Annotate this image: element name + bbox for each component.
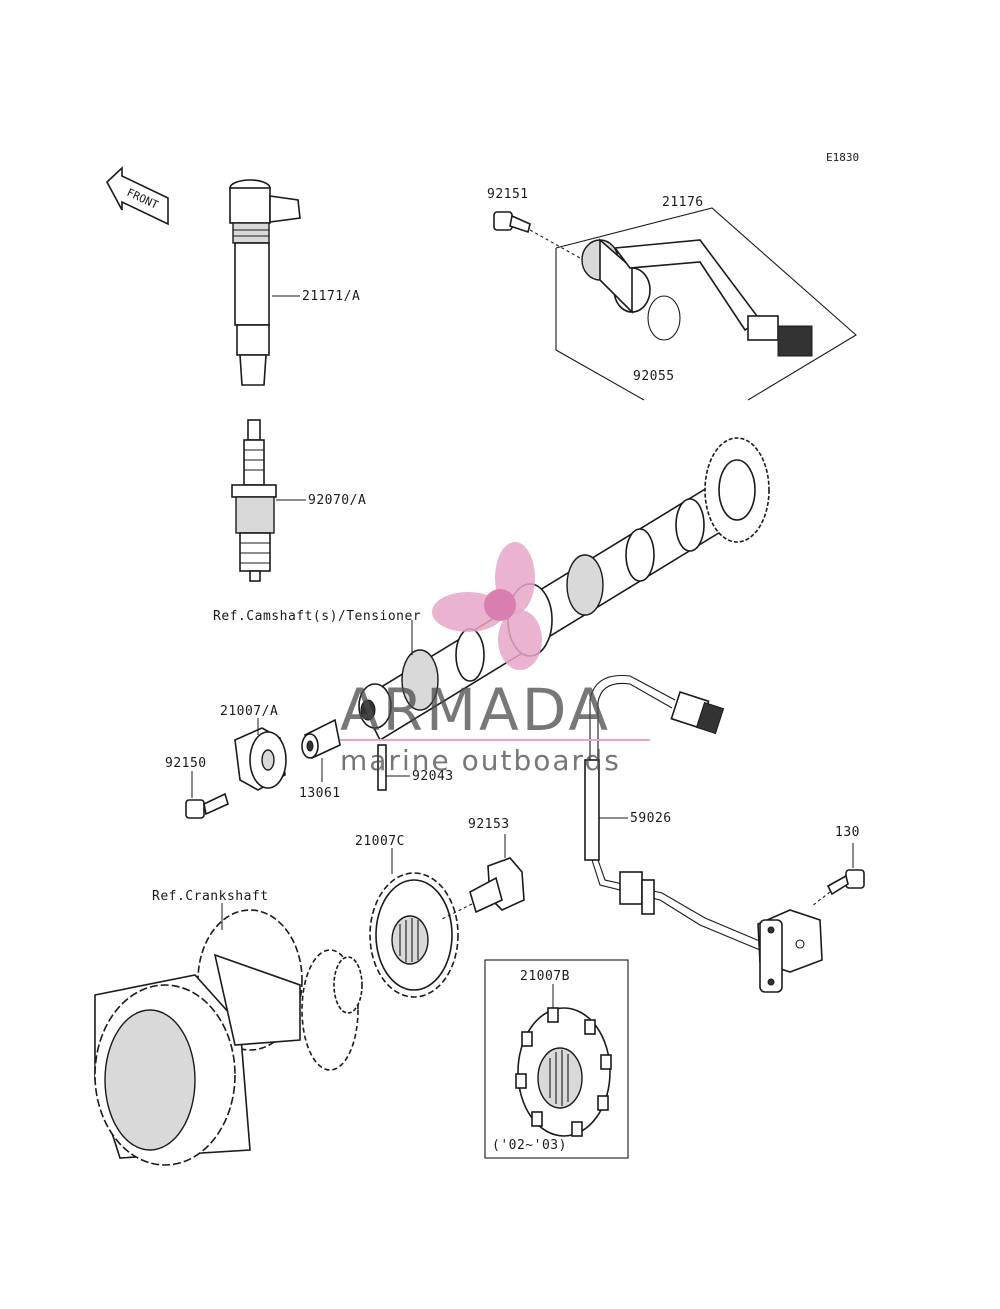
diagram-code: E1830 xyxy=(826,151,859,164)
cam-sensor xyxy=(581,238,813,357)
front-arrow-icon: FRONT xyxy=(106,166,169,226)
sleeve xyxy=(301,718,341,760)
label-harness: 59026 xyxy=(630,811,672,826)
label-ignition-coil: 21171/A xyxy=(302,289,360,304)
armada-watermark: ARMADA marine outboards xyxy=(340,542,650,777)
timing-rotor-a xyxy=(234,727,287,791)
rotor-bolt xyxy=(185,792,229,819)
sensor-bolt xyxy=(493,211,581,259)
ignition-coil xyxy=(229,179,301,386)
label-camshaft-ref: Ref.Camshaft(s)/Tensioner xyxy=(213,609,421,624)
label-cam-sensor: 21176 xyxy=(662,195,704,210)
spark-plug xyxy=(231,419,277,582)
pickup-harness xyxy=(584,674,763,951)
label-dowel-pin: 92043 xyxy=(412,769,454,784)
label-crank-bolt: 92153 xyxy=(468,817,510,832)
crankshaft xyxy=(94,903,363,1166)
propeller-logo-icon xyxy=(432,542,542,670)
label-rotor-b: 21007B xyxy=(520,969,570,984)
label-rotor-bolt: 92150 xyxy=(165,756,207,771)
label-rotor-a: 21007/A xyxy=(220,704,278,719)
rotor-b-inset xyxy=(484,959,629,1159)
label-pickup-bolt: 130 xyxy=(835,825,860,840)
watermark-tagline: marine outboards xyxy=(340,744,621,777)
label-crankshaft-ref: Ref.Crankshaft xyxy=(152,889,269,904)
label-rotor-b-years: ('02~'03) xyxy=(492,1138,567,1153)
watermark-brand: ARMADA xyxy=(340,676,611,744)
label-sensor-bolt: 92151 xyxy=(487,187,529,202)
dowel-pin xyxy=(377,744,387,791)
label-rotor-c: 21007C xyxy=(355,834,405,849)
label-sleeve: 13061 xyxy=(299,786,341,801)
pickup-coil xyxy=(757,909,823,993)
cam-sensor-group xyxy=(493,207,857,401)
camshaft xyxy=(358,437,770,742)
label-o-ring: 92055 xyxy=(633,369,675,384)
timing-rotor-c xyxy=(369,872,459,998)
label-spark-plug: 92070/A xyxy=(308,493,366,508)
crank-bolt xyxy=(439,857,525,921)
pickup-bolt xyxy=(811,869,865,907)
o-ring xyxy=(647,295,681,341)
